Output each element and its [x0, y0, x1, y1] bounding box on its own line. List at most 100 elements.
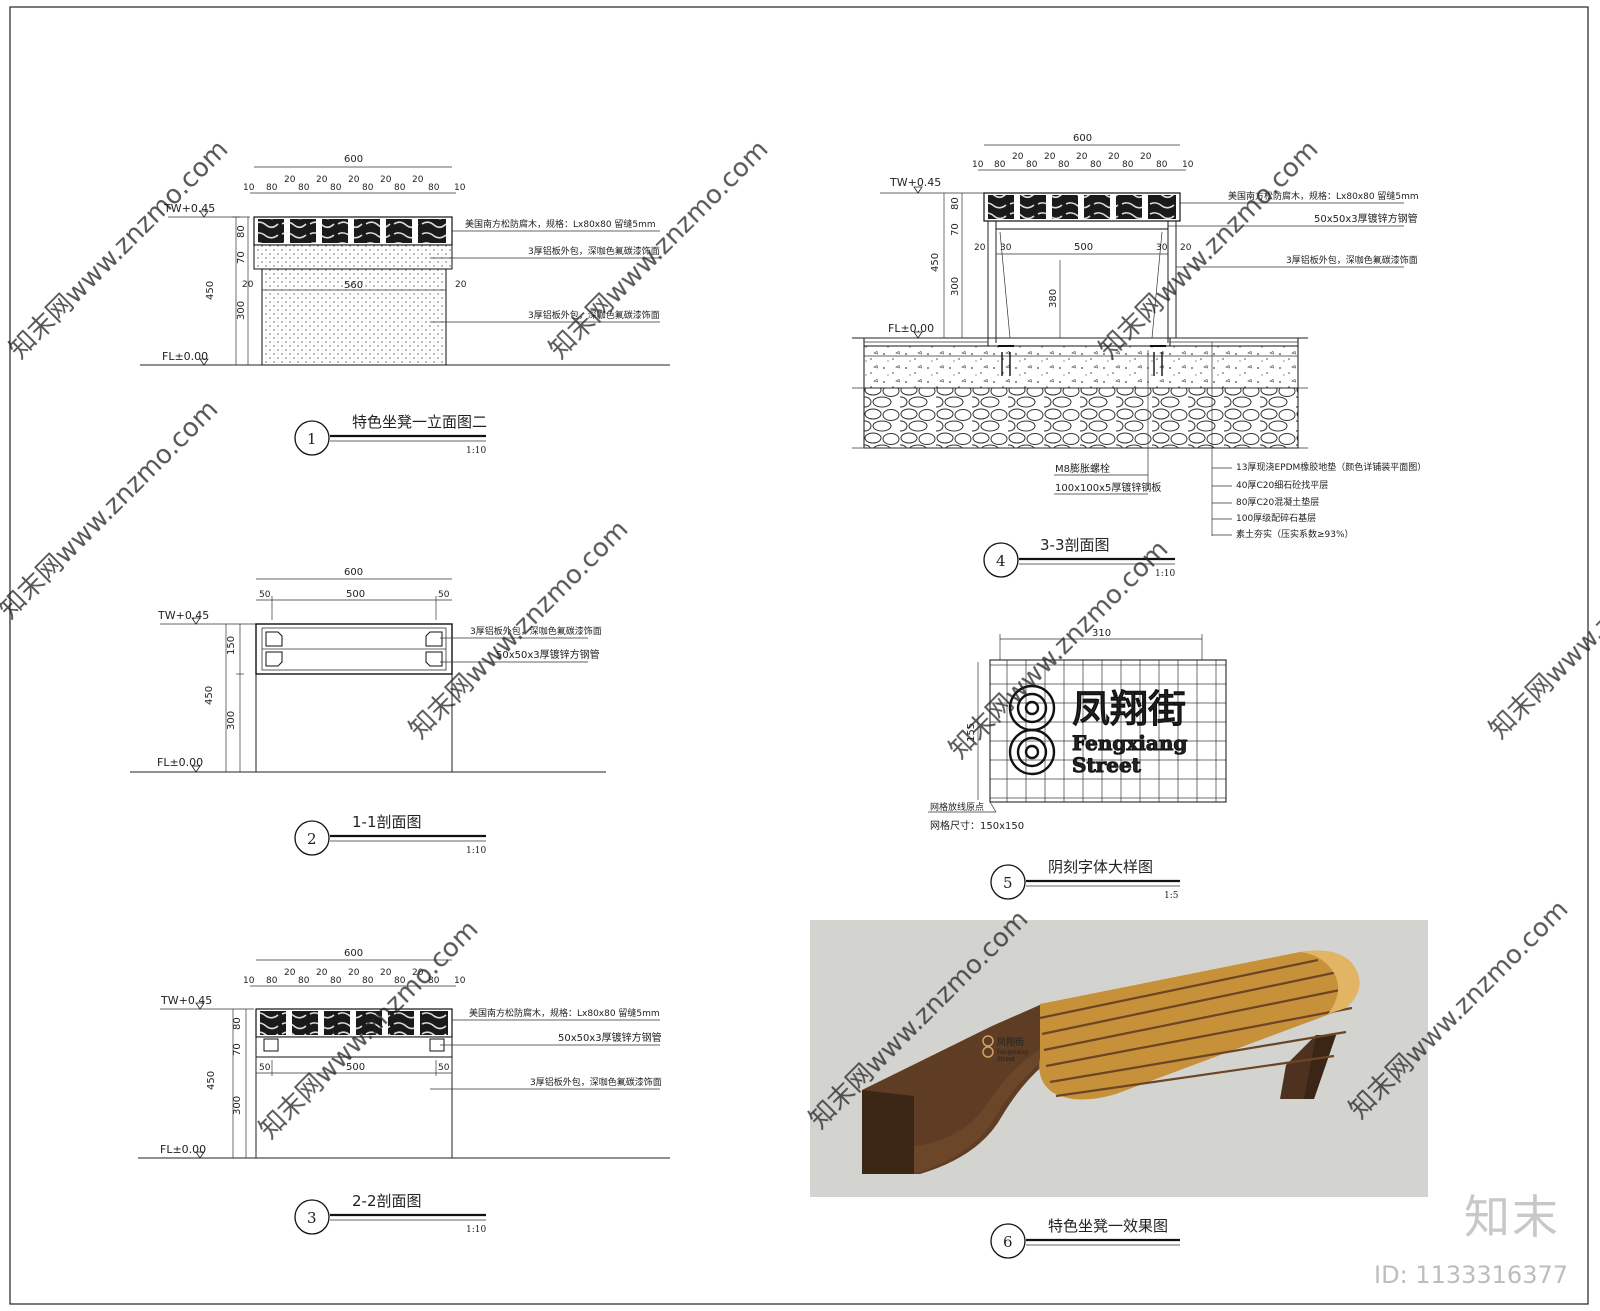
- v4-gravel-layer: [863, 387, 1299, 449]
- v3-dim-10b: 10: [454, 976, 466, 986]
- render-wood-top: [1039, 950, 1360, 1100]
- v4-dim-20c: 20: [1076, 152, 1088, 162]
- v3-dim-80e: 80: [394, 976, 406, 986]
- v4-note-wood: 美国南方松防腐木，规格：Lx80x80 留缝5mm: [1228, 190, 1419, 202]
- v1-dim-600: 600: [344, 154, 363, 165]
- v3-dim-20a: 20: [284, 968, 296, 978]
- v1-dim-10b: 10: [454, 183, 466, 193]
- v5-text-english-2: Street: [1072, 753, 1142, 777]
- v3-dim-70: 70: [232, 1043, 243, 1056]
- v2-dim-600: 600: [344, 567, 363, 578]
- brand-logo-text: 知末: [1464, 1190, 1560, 1244]
- v3-dim-600: 600: [344, 948, 363, 959]
- v4-dim-70: 70: [950, 223, 961, 236]
- v5-grid-origin: 网格放线原点: [930, 801, 984, 813]
- v5-grid-size: 网格尺寸：150x150: [930, 819, 1024, 832]
- v4-note-bolt: M8膨胀螺栓: [1055, 462, 1110, 475]
- v1-note-alu-2: 3厚铝板外包，深咖色氟碳漆饰面: [528, 309, 660, 321]
- v3-fl-label: FL±0.00: [160, 1143, 206, 1156]
- v2-note-alu: 3厚铝板外包，深咖色氟碳漆饰面: [470, 625, 602, 637]
- v2-fl-label: FL±0.00: [157, 756, 203, 769]
- v3-dim-20b: 20: [316, 968, 328, 978]
- v3-note-alu: 3厚铝板外包，深咖色氟碳漆饰面: [530, 1076, 662, 1088]
- v4-dim-80c: 80: [1058, 160, 1070, 170]
- v1-dim-20-left: 20: [242, 280, 254, 290]
- v4-dim-80d: 80: [1090, 160, 1102, 170]
- v4-dim-380: 380: [1048, 289, 1059, 308]
- v4-note-steel: 50x50x3厚镀锌方钢管: [1314, 212, 1418, 225]
- v3-note-wood: 美国南方松防腐木，规格：Lx80x80 留缝5mm: [469, 1007, 660, 1019]
- v4-dim-20-left: 20: [974, 243, 986, 253]
- v1-dim-80f: 80: [428, 183, 440, 193]
- v4-dim-300: 300: [950, 277, 961, 296]
- v4-dim-10b: 10: [1182, 160, 1194, 170]
- v3-scale: 1:10: [466, 1225, 486, 1235]
- v4-dim-80e: 80: [1122, 160, 1134, 170]
- v3-dim-450: 450: [206, 1071, 217, 1090]
- view-6-title: 6 特色坐凳一效果图: [990, 1217, 1180, 1259]
- v4-wood-slats: [988, 195, 1176, 219]
- v3-tw-label: TW+0.45: [160, 994, 212, 1007]
- v1-dim-80e: 80: [394, 183, 406, 193]
- v4-dim-80f: 80: [1156, 160, 1168, 170]
- v2-note-steel: 50x50x3厚镀锌方钢管: [496, 648, 600, 661]
- v5-text-chinese: 凤翔街: [1072, 687, 1186, 731]
- watermark-1: 知末网www.znzmo.com: [4, 134, 235, 365]
- v1-dim-10a: 10: [243, 183, 255, 193]
- render-logo-cn: 凤翔街: [997, 1036, 1024, 1048]
- v3-dim-80: 80: [232, 1017, 243, 1030]
- v4-scale: 1:10: [1155, 569, 1175, 579]
- v1-dim-300: 300: [236, 301, 247, 320]
- v1-number: 1: [307, 430, 317, 448]
- view-4-section: TW+0.45 FL±0.00 450 80 70 300 500 20 30 …: [852, 133, 1426, 540]
- v1-dim-20c: 20: [348, 175, 360, 185]
- v1-dim-80: 80: [236, 225, 247, 238]
- v3-dim-50-left: 50: [259, 1063, 271, 1073]
- v1-note-alu-1: 3厚铝板外包，深咖色氟碳漆饰面: [528, 245, 660, 257]
- v4-dim-10a: 10: [972, 160, 984, 170]
- v2-number: 2: [307, 830, 317, 848]
- v4-dim-500: 500: [1074, 242, 1093, 253]
- v4-dim-30-right: 30: [1156, 243, 1168, 253]
- render-logo-en-2: Street: [997, 1056, 1016, 1063]
- v1-dim-450: 450: [205, 281, 216, 300]
- v6-number: 6: [1003, 1233, 1013, 1251]
- v1-dim-560: 560: [344, 280, 363, 291]
- v3-wood-slats: [260, 1011, 448, 1035]
- v1-title: 特色坐凳一立面图二: [352, 413, 487, 431]
- v4-title: 3-3剖面图: [1040, 536, 1110, 554]
- v1-dim-20e: 20: [412, 175, 424, 185]
- v3-dim-300: 300: [232, 1096, 243, 1115]
- v5-title: 阴刻字体大样图: [1048, 858, 1153, 876]
- v4-dim-30-left: 30: [1000, 243, 1012, 253]
- v1-dim-80c: 80: [330, 183, 342, 193]
- v4-layer-5: 素土夯实（压实系数≥93%）: [1236, 528, 1354, 540]
- v3-dim-500: 500: [346, 1062, 365, 1073]
- v1-fl-label: FL±0.00: [162, 350, 208, 363]
- v4-tw-label: TW+0.45: [889, 176, 941, 189]
- v3-note-steel: 50x50x3厚镀锌方钢管: [558, 1031, 662, 1044]
- v5-number: 5: [1003, 874, 1013, 892]
- v2-title: 1-1剖面图: [352, 813, 422, 831]
- v4-concrete-layer: [863, 345, 1299, 389]
- v1-dim-20d: 20: [380, 175, 392, 185]
- watermark-4: 知末网www.znzmo.com: [0, 394, 224, 625]
- v3-dim-50-right: 50: [438, 1063, 450, 1073]
- view-1-elevation: TW+0.45 FL±0.00 450 80 70 300 600 10 80: [140, 154, 670, 366]
- v3-dim-20c: 20: [348, 968, 360, 978]
- v3-title: 2-2剖面图: [352, 1192, 422, 1210]
- v4-note-alu: 3厚铝板外包，深咖色氟碳漆饰面: [1286, 254, 1418, 266]
- v3-dim-20d: 20: [380, 968, 392, 978]
- v2-dim-150: 150: [226, 636, 237, 655]
- view-2-title: 2 1-1剖面图 1:10: [294, 813, 486, 856]
- v3-dim-20e: 20: [412, 968, 424, 978]
- v4-dim-80a: 80: [994, 160, 1006, 170]
- v4-note-plate: 100x100x5厚镀锌钢板: [1055, 481, 1161, 494]
- v4-layer-3: 80厚C20混凝土垫层: [1236, 496, 1319, 508]
- v5-scale: 1:5: [1164, 891, 1179, 901]
- v4-dim-80: 80: [950, 197, 961, 210]
- v4-layer-4: 100厚级配碎石基层: [1236, 512, 1316, 524]
- view-2-section: TW+0.45 FL±0.00 450 150 300 600 50 500 5…: [130, 567, 606, 773]
- v2-dim-50-right: 50: [438, 590, 450, 600]
- image-id-label: ID: 1133316377: [1374, 1261, 1568, 1289]
